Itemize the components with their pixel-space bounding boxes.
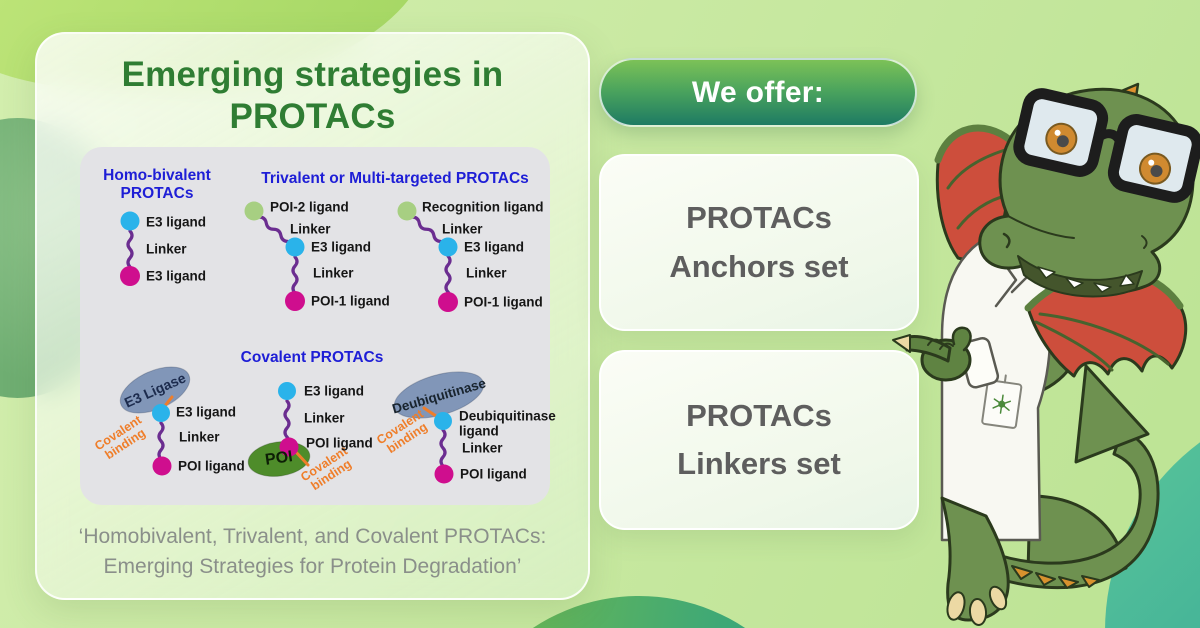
t1-bottom-label: POI-1 ligand	[311, 293, 390, 309]
t1-linker1-label: Linker	[290, 221, 331, 237]
c1-linker-label: Linker	[179, 429, 220, 445]
we-offer-label: We offer:	[691, 75, 825, 109]
c1-bottom-label: POI ligand	[178, 458, 245, 474]
t1-linker2-label: Linker	[313, 265, 354, 281]
main-infographic-card: Emerging strategies in PROTACs	[35, 32, 590, 600]
citation-line1: ‘Homobivalent, Trivalent, and Covalent P…	[78, 525, 547, 548]
offer-card-anchors[interactable]: PROTACs Anchors set	[599, 154, 919, 331]
offer-card-anchors-line2: Anchors set	[669, 248, 849, 284]
dragon-pointing-hand	[892, 326, 1000, 389]
poi-blob-label: POI	[264, 448, 294, 469]
offer-card-linkers[interactable]: PROTACs Linkers set	[599, 350, 919, 530]
offer-card-linkers-line1: PROTACs	[686, 397, 832, 433]
heading-homo-bivalent: Homo-bivalent PROTACs	[103, 167, 211, 203]
citation-line2: Emerging Strategies for Protein Degradat…	[103, 555, 522, 579]
offer-card-linkers-line2: Linkers set	[677, 446, 841, 481]
covalent-binding-label-1: Covalent binding	[92, 412, 149, 463]
heading-covalent: Covalent PROTACs	[240, 349, 384, 366]
trivalent-chain-2	[397, 201, 458, 312]
we-offer-badge: We offer:	[599, 58, 917, 127]
c3-bottom-label: POI ligand	[460, 466, 527, 482]
t2-linker2-label: Linker	[466, 265, 507, 281]
offer-card-linkers-text: PROTACs Linkers set	[677, 392, 841, 488]
homo-bottom-label: E3 ligand	[146, 268, 207, 284]
page-title-line1: Emerging strategies in	[121, 55, 504, 94]
t2-linker1-label: Linker	[442, 221, 483, 237]
trivalent-chain-1	[244, 201, 305, 311]
t1-mid-label: E3 ligand	[311, 239, 372, 255]
t2-bottom-label: POI-1 ligand	[464, 294, 543, 310]
offer-card-anchors-line1: PROTACs	[686, 200, 832, 236]
page-title-line2: PROTACs	[229, 97, 396, 136]
offer-card-anchors-text: PROTACs Anchors set	[669, 194, 848, 290]
c2-top-label: E3 ligand	[304, 383, 365, 399]
t1-top-label: POI-2 ligand	[270, 199, 349, 215]
homo-bivalent-chain	[120, 211, 140, 286]
page-title: Emerging strategies in PROTACs	[37, 54, 588, 138]
dragon-eyes	[1045, 122, 1172, 185]
heading-trivalent: Trivalent or Multi-targeted PROTACs	[261, 170, 529, 187]
dragon-glasses	[1013, 88, 1200, 203]
homo-top-label: E3 ligand	[146, 214, 207, 230]
c2-linker-label: Linker	[304, 410, 345, 426]
protac-diagram-panel: Homo-bivalent PROTACs Trivalent or Multi…	[80, 147, 556, 505]
background-blob-bottom-center	[448, 596, 830, 628]
c1-top-label: E3 ligand	[176, 404, 237, 420]
t2-mid-label: E3 ligand	[464, 239, 525, 255]
homo-linker-label: Linker	[146, 241, 187, 257]
t2-top-label: Recognition ligand	[422, 199, 544, 215]
dragon-scientist-mascot	[892, 82, 1200, 626]
c3-linker-label: Linker	[462, 440, 503, 456]
dragon-tail	[988, 364, 1160, 590]
citation-text: ‘Homobivalent, Trivalent, and Covalent P…	[37, 522, 588, 583]
c2-bottom-label: POI ligand	[306, 435, 373, 451]
dragon-foot	[940, 496, 1010, 626]
c3-top-label: Deubiquitinase ligand	[459, 408, 556, 438]
